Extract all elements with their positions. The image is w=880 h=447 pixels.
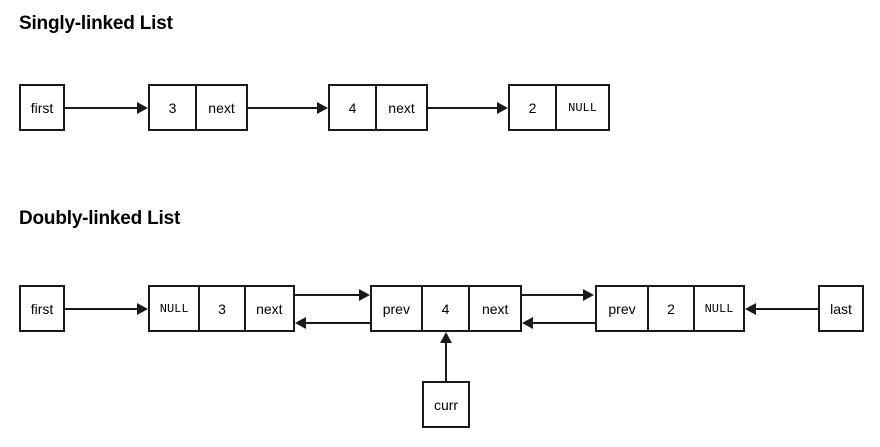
doubly-node-2-prev: prev [372,287,421,330]
doubly-node-2-value: 4 [420,287,469,330]
singly-node-3: 2 NULL [508,84,610,131]
doubly-node-3-null: NULL [693,287,743,330]
doubly-arrow-last-to-node3-line [756,308,818,310]
doubly-arrow-node2-prev-head [295,317,306,329]
doubly-arrow-node2-next-line [522,294,583,296]
doubly-node-1-value: 3 [198,287,244,330]
singly-arrow-node1-to-node2-line [248,107,317,109]
singly-arrow-first-to-node1-line [65,107,137,109]
doubly-node-1-next: next [243,287,293,330]
doubly-arrow-node2-prev-line [306,322,370,324]
singly-arrow-first-to-node1-head [137,102,148,114]
singly-first-pointer-box: first [19,84,65,131]
doubly-node-3-prev: prev [597,287,647,330]
singly-node-2-next: next [375,86,426,129]
doubly-arrow-curr-to-node2-head [440,332,452,343]
doubly-node-2: prev 4 next [370,285,522,332]
doubly-arrow-node1-next-head [359,289,370,301]
doubly-arrow-node3-prev-line [533,322,595,324]
doubly-arrow-node2-next-head [583,289,594,301]
singly-node-1: 3 next [148,84,248,131]
doubly-first-pointer-label: first [21,287,63,330]
doubly-curr-pointer-box: curr [422,381,470,428]
singly-node-2: 4 next [328,84,428,131]
singly-node-3-null: NULL [555,86,608,129]
singly-node-2-value: 4 [330,86,376,129]
doubly-arrow-first-to-node1-line [65,308,137,310]
doubly-node-3-value: 2 [647,287,693,330]
singly-arrow-node1-to-node2-head [317,102,328,114]
doubly-arrow-node1-next-line [295,294,359,296]
doubly-arrow-first-to-node1-head [137,303,148,315]
doubly-arrow-node3-prev-head [522,317,533,329]
doubly-node-2-next: next [468,287,521,330]
singly-first-pointer-label: first [21,86,63,129]
singly-arrow-node2-to-node3-head [497,102,508,114]
singly-linked-list-heading: Singly-linked List [19,13,173,34]
doubly-last-pointer-box: last [818,285,864,332]
doubly-last-pointer-label: last [820,287,862,330]
singly-node-1-value: 3 [150,86,196,129]
singly-node-3-value: 2 [510,86,556,129]
doubly-arrow-curr-to-node2-line [445,343,447,381]
doubly-curr-pointer-label: curr [424,383,468,426]
doubly-first-pointer-box: first [19,285,65,332]
doubly-node-3: prev 2 NULL [595,285,745,332]
singly-node-1-next: next [195,86,246,129]
doubly-node-1-prev: NULL [150,287,199,330]
doubly-node-1: NULL 3 next [148,285,295,332]
doubly-arrow-last-to-node3-head [745,303,756,315]
doubly-linked-list-heading: Doubly-linked List [19,208,181,229]
singly-arrow-node2-to-node3-line [428,107,497,109]
